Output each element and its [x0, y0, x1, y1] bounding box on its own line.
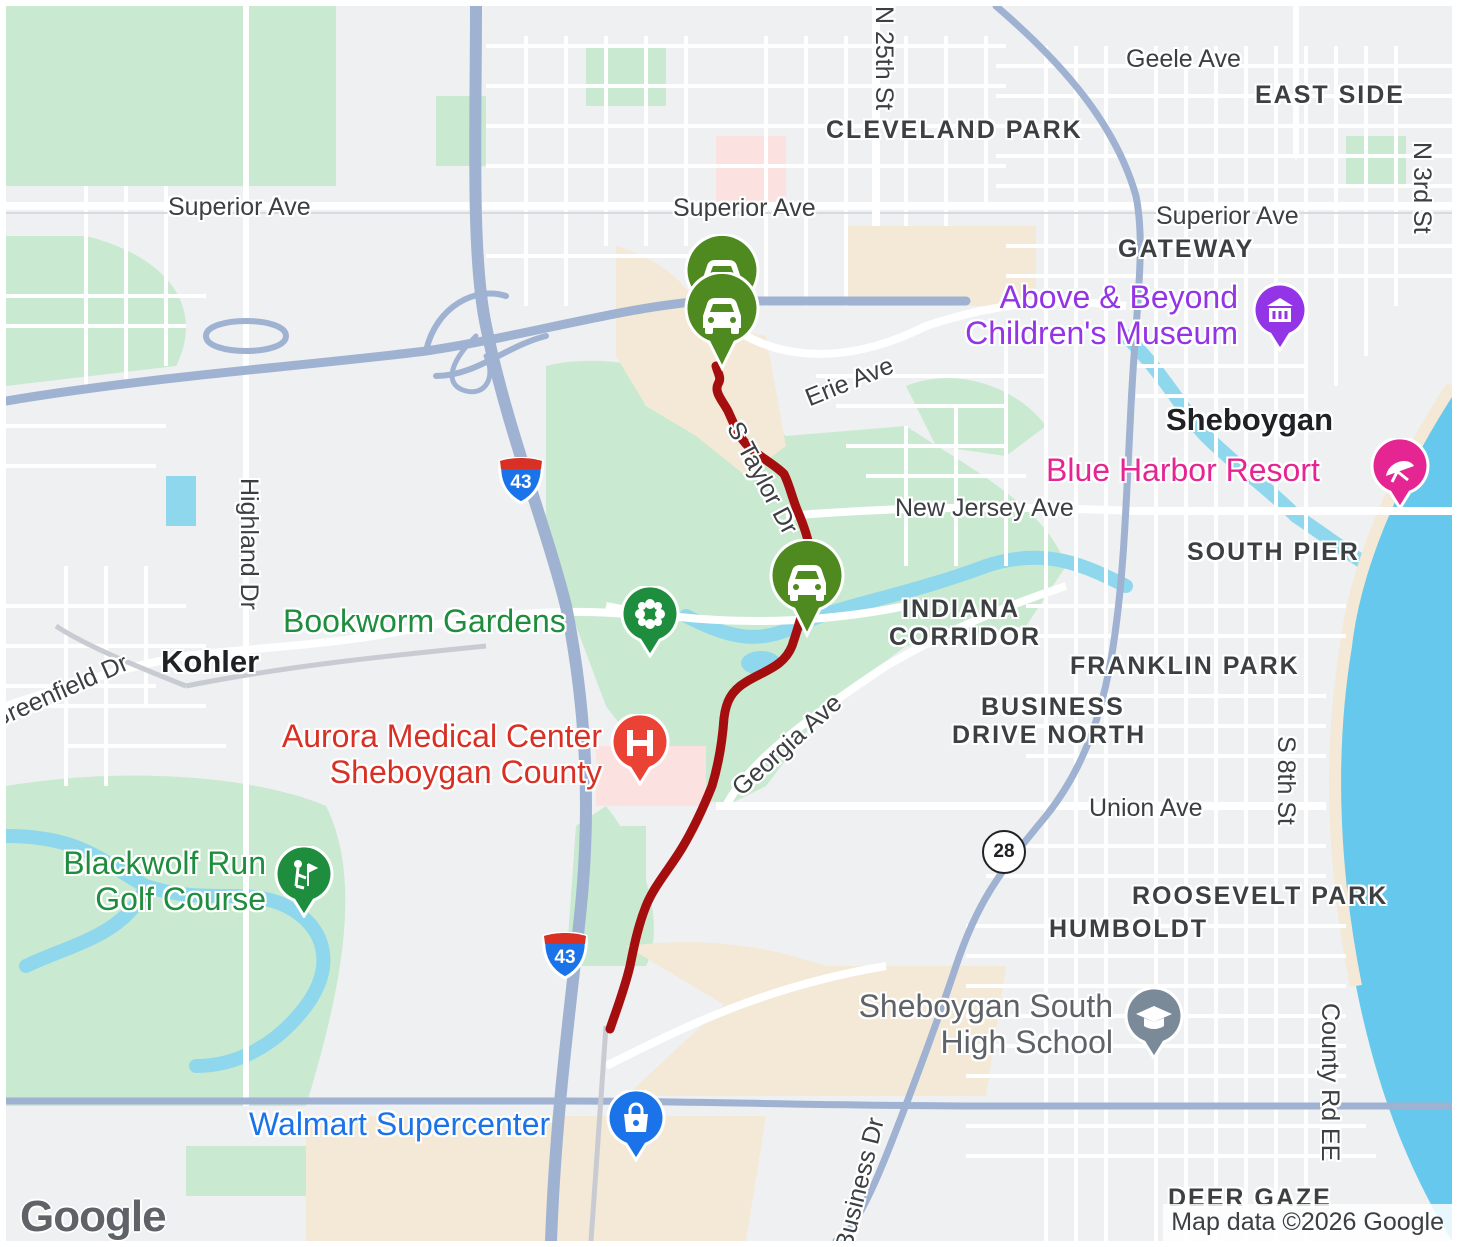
neighborhood-label: ROOSEVELT PARK: [1132, 882, 1389, 910]
neighborhood-label: INDIANA: [902, 595, 1021, 623]
street-label-geele-ave: Geele Ave: [1126, 45, 1241, 73]
street-label-n-25th-st: N 25th St: [870, 6, 898, 111]
poi-hospital-line1: Aurora Medical Center: [281, 718, 602, 754]
interstate-shield-i43: 43: [540, 932, 590, 980]
street-label-superior-ave: Superior Ave: [168, 193, 311, 221]
highways: [6, 6, 1452, 1241]
neighborhood-label: DRIVE NORTH: [952, 721, 1147, 749]
poi-label-hospital[interactable]: Aurora Medical Center Sheboygan County: [228, 718, 602, 791]
poi-museum-line1: Above & Beyond: [999, 279, 1238, 315]
shopping-bag-icon[interactable]: [606, 1090, 666, 1162]
street-label-highland-dr: Highland Dr: [235, 478, 263, 611]
street-label-county-rd-ee: County Rd EE: [1316, 1003, 1344, 1162]
neighborhood-label: SOUTH PIER: [1187, 538, 1360, 566]
neighborhood-label: GATEWAY: [1118, 235, 1255, 263]
poi-label-golf[interactable]: Blackwolf Run Golf Course: [30, 845, 266, 918]
poi-label-gardens[interactable]: Bookworm Gardens: [283, 603, 566, 639]
car-marker-2[interactable]: [683, 272, 761, 372]
map-attribution[interactable]: Map data ©2026 Google: [1163, 1204, 1452, 1241]
street-label-superior-ave: Superior Ave: [673, 194, 816, 222]
neighborhood-label: HUMBOLDT: [1049, 915, 1209, 943]
golf-icon[interactable]: [274, 846, 334, 918]
arterial-roads: [6, 6, 1452, 1106]
poi-label-school[interactable]: Sheboygan South High School: [818, 988, 1113, 1061]
poi-school-line2: High School: [940, 1023, 1113, 1060]
neighborhood-label: CLEVELAND PARK: [826, 116, 1083, 144]
poi-label-museum[interactable]: Above & Beyond Children's Museum: [920, 279, 1238, 352]
car-marker-3[interactable]: [768, 539, 846, 639]
poi-golf-line1: Blackwolf Run: [63, 845, 266, 881]
secondary-roads: [54, 623, 609, 1241]
museum-icon[interactable]: [1252, 280, 1308, 352]
map-canvas[interactable]: Superior Ave Superior Ave Superior Ave G…: [6, 6, 1452, 1241]
street-label-s-8th-st: S 8th St: [1272, 736, 1300, 825]
poi-hospital-line2: Sheboygan County: [329, 753, 602, 790]
poi-label-resort[interactable]: Blue Harbor Resort: [1046, 452, 1320, 488]
state-route-shield-28: 28: [982, 830, 1026, 874]
poi-label-walmart[interactable]: Walmart Supercenter: [249, 1106, 551, 1142]
neighborhood-label: BUSINESS: [981, 693, 1125, 721]
street-label-union-ave: Union Ave: [1089, 794, 1203, 822]
city-label-sheboygan: Sheboygan: [1166, 402, 1334, 437]
city-label-kohler: Kohler: [161, 644, 260, 679]
street-label-new-jersey-ave: New Jersey Ave: [895, 494, 1074, 522]
resort-icon[interactable]: [1370, 438, 1430, 510]
poi-school-line1: Sheboygan South: [858, 988, 1113, 1024]
neighborhood-label: EAST SIDE: [1255, 81, 1405, 109]
neighborhood-label: CORRIDOR: [889, 623, 1042, 651]
hospital-icon[interactable]: [610, 714, 670, 786]
street-grid: [6, 36, 1452, 1241]
google-logo: Google: [20, 1192, 167, 1241]
route-line: [605, 361, 815, 1034]
street-label-superior-ave: Superior Ave: [1156, 202, 1299, 230]
street-label-n-3rd-st: N 3rd St: [1408, 142, 1436, 234]
lake: [1335, 386, 1452, 1241]
interstate-shield-i43: 43: [496, 457, 546, 505]
flower-icon[interactable]: [620, 586, 680, 658]
map-base-layer: [6, 6, 1452, 1241]
poi-museum-line2: Children's Museum: [965, 314, 1238, 351]
neighborhood-label: FRANKLIN PARK: [1070, 652, 1300, 680]
poi-golf-line2: Golf Course: [95, 880, 266, 917]
school-icon[interactable]: [1124, 988, 1184, 1060]
